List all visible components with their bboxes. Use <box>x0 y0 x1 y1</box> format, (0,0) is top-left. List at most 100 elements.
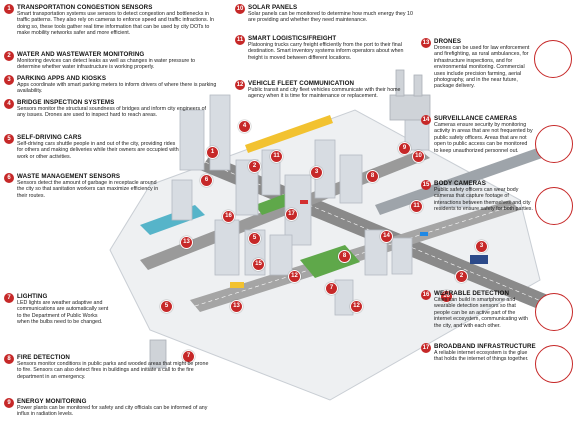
item-description: Public transit and city fleet vehicles c… <box>248 87 401 100</box>
map-pin: 9 <box>398 142 411 155</box>
item-description: Drones can be used for law enforcement a… <box>434 45 530 90</box>
item-title: BODY CAMERAS <box>434 180 486 187</box>
item-description: Smart transportation systems use sensors… <box>17 11 214 37</box>
item-fire-detection: 8 FIRE DETECTION Sensors monitor conditi… <box>4 354 214 380</box>
item-bridge-inspection: 4 BRIDGE INSPECTION SYSTEMS Sensors moni… <box>4 99 214 119</box>
map-pin: 17 <box>285 208 298 221</box>
item-smart-logistics: 11 SMART LOGISTICS/FREIGHT Platooning tr… <box>235 35 405 61</box>
map-pin: 7 <box>325 282 338 295</box>
item-number: 12 <box>235 80 245 90</box>
item-title: DRONES <box>434 38 462 45</box>
car-2 <box>420 232 428 236</box>
item-number: 5 <box>4 134 14 144</box>
item-title: BROADBAND INFRASTRUCTURE <box>434 343 536 350</box>
map-pin: 16 <box>440 290 453 303</box>
map-pin: 5 <box>248 232 261 245</box>
item-number: 3 <box>4 75 14 85</box>
item-number: 9 <box>4 398 14 408</box>
item-description: Public safety officers can wear body cam… <box>434 187 533 213</box>
item-solar-panels: 10 SOLAR PANELS Solar panels can be moni… <box>235 4 415 24</box>
item-description: Cities can build in smartphone and weara… <box>434 297 528 329</box>
bus <box>230 282 244 288</box>
map-pin: 8 <box>366 170 379 183</box>
item-number: 7 <box>4 293 14 303</box>
broadband-icon <box>535 345 573 383</box>
item-title: SMART LOGISTICS/FREIGHT <box>248 35 337 42</box>
item-number: 13 <box>421 38 431 48</box>
rail-train <box>245 115 333 153</box>
city-road <box>190 200 520 312</box>
item-description: Solar panels can be monitored to determi… <box>248 11 413 24</box>
map-pin: 2 <box>248 160 261 173</box>
item-number: 11 <box>235 35 245 45</box>
item-title: ENERGY MONITORING <box>17 398 87 405</box>
map-pin: 1 <box>206 146 219 159</box>
car <box>300 200 308 204</box>
truck <box>470 255 488 264</box>
item-description: Apps coordinate with smart parking meter… <box>17 82 217 95</box>
item-number: 17 <box>421 343 431 353</box>
item-title: SOLAR PANELS <box>248 4 298 11</box>
item-parking-apps: 3 PARKING APPS AND KIOSKS Apps coordinat… <box>4 75 219 95</box>
item-number: 10 <box>235 4 245 14</box>
item-drones: 13 DRONES Drones can be used for law enf… <box>421 38 531 90</box>
map-pin: 14 <box>380 230 393 243</box>
item-description: LED lights are weather adaptive and comm… <box>17 300 109 326</box>
item-number: 1 <box>4 4 14 14</box>
map-pin: 13 <box>180 236 193 249</box>
item-title: SURVEILLANCE CAMERAS <box>434 115 518 122</box>
map-pin: 3 <box>475 240 488 253</box>
item-description: Sensors monitor conditions in public par… <box>17 361 209 380</box>
body-camera-icon <box>535 187 573 225</box>
item-number: 6 <box>4 173 14 183</box>
item-description: Power plants can be monitored for safety… <box>17 405 208 418</box>
item-description: Monitoring devices can detect leaks as w… <box>17 58 196 71</box>
item-title: WATER AND WASTEWATER MONITORING <box>17 51 145 58</box>
item-description: A reliable internet ecosystem is the glu… <box>434 350 529 363</box>
item-title: WASTE MANAGEMENT SENSORS <box>17 173 121 180</box>
item-body-cameras: 15 BODY CAMERAS Public safety officers c… <box>421 180 533 213</box>
item-energy-monitoring: 9 ENERGY MONITORING Power plants can be … <box>4 398 214 418</box>
item-title: FIRE DETECTION <box>17 354 70 361</box>
item-number: 8 <box>4 354 14 364</box>
map-pin: 8 <box>338 250 351 263</box>
map-pin: 12 <box>288 270 301 283</box>
map-pin: 6 <box>200 174 213 187</box>
map-pin: 15 <box>252 258 265 271</box>
map-pin: 7 <box>182 350 195 363</box>
item-number: 4 <box>4 99 14 109</box>
item-description: Cameras ensure security by monitoring ac… <box>434 122 533 154</box>
item-lighting: 7 LIGHTING LED lights are weather adapti… <box>4 293 109 326</box>
item-description: Platooning trucks carry freight efficien… <box>248 42 404 61</box>
map-pin: 4 <box>238 120 251 133</box>
item-title: VEHICLE FLEET COMMUNICATION <box>248 80 355 87</box>
map-pin: 16 <box>222 210 235 223</box>
item-transportation-congestion: 1 TRANSPORTATION CONGESTION SENSORS Smar… <box>4 4 219 37</box>
surveillance-camera-icon <box>535 125 573 163</box>
map-pin: 5 <box>160 300 173 313</box>
map-pin: 13 <box>230 300 243 313</box>
map-pin: 2 <box>455 270 468 283</box>
item-title: WEARABLE DETECTION <box>434 290 510 297</box>
item-self-driving-cars: 5 SELF-DRIVING CARS Self-driving cars sh… <box>4 134 179 160</box>
map-pin: 3 <box>310 166 323 179</box>
item-description: Self-driving cars shuttle people in and … <box>17 141 179 160</box>
item-number: 16 <box>421 290 431 300</box>
item-water-monitoring: 2 WATER AND WASTEWATER MONITORING Monito… <box>4 51 219 71</box>
item-number: 2 <box>4 51 14 61</box>
item-number: 14 <box>421 115 431 125</box>
item-surveillance-cameras: 14 SURVEILLANCE CAMERAS Cameras ensure s… <box>421 115 533 154</box>
item-title: TRANSPORTATION CONGESTION SENSORS <box>17 4 153 11</box>
item-waste-management: 6 WASTE MANAGEMENT SENSORS Sensors detec… <box>4 173 164 199</box>
map-pin: 11 <box>270 150 283 163</box>
drone-icon <box>534 40 572 78</box>
item-vehicle-fleet: 12 VEHICLE FLEET COMMUNICATION Public tr… <box>235 80 405 100</box>
item-title: PARKING APPS AND KIOSKS <box>17 75 107 82</box>
power-plant <box>389 69 431 121</box>
item-description: Sensors detect the amount of garbage in … <box>17 180 159 199</box>
map-pin: 10 <box>412 150 425 163</box>
item-title: BRIDGE INSPECTION SYSTEMS <box>17 99 115 106</box>
item-broadband-infrastructure: 17 BROADBAND INFRASTRUCTURE A reliable i… <box>421 343 536 363</box>
item-title: SELF-DRIVING CARS <box>17 134 82 141</box>
item-number: 15 <box>421 180 431 190</box>
